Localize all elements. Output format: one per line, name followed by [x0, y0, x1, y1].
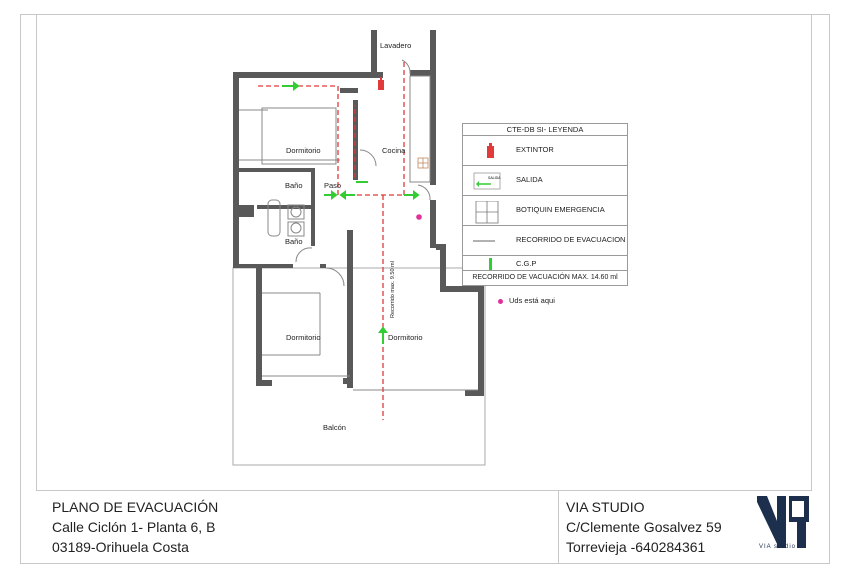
- exit-arrows: [282, 81, 420, 344]
- plan-title: PLANO DE EVACUACIÓN: [52, 499, 219, 515]
- legend-label-recorrido: RECORRIDO DE EVACUACION: [516, 235, 626, 244]
- extinguisher-icon: [487, 143, 494, 158]
- logo-text: VIA studio: [759, 544, 797, 550]
- address-line-2: 03189-Orihuela Costa: [52, 539, 189, 555]
- interior-lines: [239, 59, 478, 391]
- label-bano-1: Baño: [285, 181, 303, 190]
- legend-label-botiquin: BOTIQUIN EMERGENCIA: [516, 205, 605, 214]
- drawing-frame: [36, 14, 812, 491]
- first-aid-icon: [475, 201, 499, 224]
- address-line-1: Calle Ciclón 1- Planta 6, B: [52, 519, 216, 535]
- route-line-icon: [473, 240, 495, 242]
- legend-row-extintor: EXTINTOR: [463, 136, 627, 166]
- you-are-here-label: Uds está aqui: [509, 296, 555, 305]
- studio-phone: Torrevieja -640284361: [566, 539, 706, 555]
- walls: [233, 30, 484, 396]
- legend-label-extintor: EXTINTOR: [516, 145, 554, 154]
- legend-label-cgp: C.G.P: [516, 259, 537, 268]
- label-paso: Paso: [324, 181, 341, 190]
- title-block-left: PLANO DE EVACUACIÓN Calle Ciclón 1- Plan…: [52, 497, 218, 557]
- legend-row-botiquin: BOTIQUIN EMERGENCIA: [463, 196, 627, 226]
- label-recorrido: Recorrido max. 9.50 ml: [390, 261, 396, 318]
- label-dormitorio-top: Dormitorio: [286, 146, 321, 155]
- legend-label-salida: SALIDA: [516, 175, 543, 184]
- exit-sign-icon: SALIDA: [473, 172, 501, 190]
- label-balcon: Balcón: [323, 423, 346, 432]
- legend-row-cgp: C.G.P: [463, 256, 627, 273]
- legend-footer: RECORRIDO DE VACUACIÓN MAX. 14.60 ml: [463, 270, 627, 285]
- legend-title: CTE-DB SI- LEYENDA: [463, 124, 627, 136]
- you-are-here-legend: Uds está aqui: [498, 296, 555, 305]
- extinguisher-icon: [378, 77, 384, 90]
- title-block-right: VIA STUDIO C/Clemente Gosalvez 59 Torrev…: [566, 497, 722, 557]
- title-block-divider: [558, 491, 559, 564]
- label-dormitorio-left: Dormitorio: [286, 333, 321, 342]
- title-block: PLANO DE EVACUACIÓN Calle Ciclón 1- Plan…: [36, 491, 812, 564]
- first-aid-icon: [417, 157, 429, 169]
- studio-name: VIA STUDIO: [566, 499, 645, 515]
- label-lavadero: Lavadero: [380, 41, 411, 50]
- balcony-outline: [232, 267, 486, 466]
- legend-row-recorrido: RECORRIDO DE EVACUACION: [463, 226, 627, 256]
- you-are-here-dot-icon: [498, 298, 503, 304]
- cgp-icon: [489, 258, 492, 271]
- legend-box: CTE-DB SI- LEYENDA EXTINTOR SALIDA SALID…: [462, 123, 628, 286]
- you-are-here-marker: [416, 214, 422, 220]
- label-bano-2: Baño: [285, 237, 303, 246]
- studio-address: C/Clemente Gosalvez 59: [566, 519, 722, 535]
- exit-sign-text: SALIDA: [488, 176, 501, 180]
- label-dormitorio-right: Dormitorio: [388, 333, 423, 342]
- label-cocina: Cocina: [382, 146, 406, 155]
- legend-row-salida: SALIDA SALIDA: [463, 166, 627, 196]
- evacuation-route: [258, 62, 405, 420]
- via-studio-logo-icon: [757, 496, 809, 548]
